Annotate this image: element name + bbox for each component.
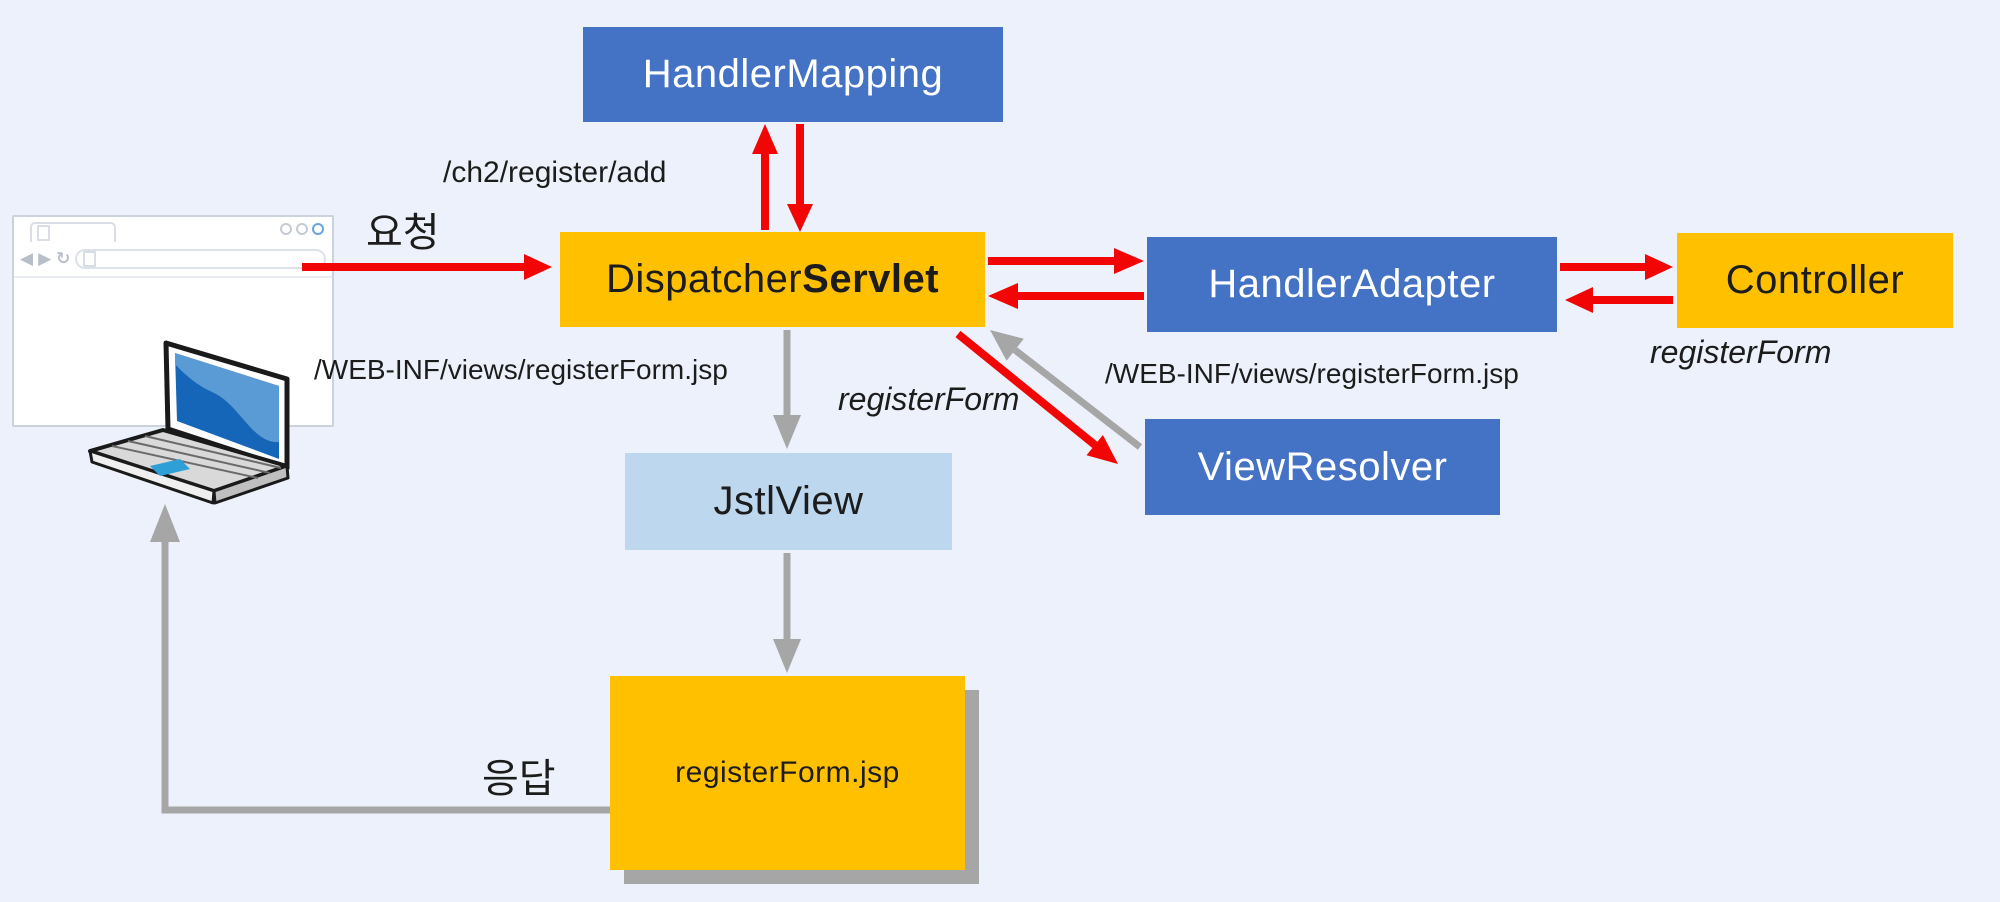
node-label: HandlerAdapter — [1208, 262, 1496, 306]
page-icon — [37, 225, 50, 241]
arrow-dispatcher-to-handleradapter — [988, 248, 1144, 274]
arrow-dispatcher-to-jstlview — [773, 330, 801, 449]
label-model-registerform-controller: registerForm — [1650, 334, 1832, 370]
node-label: Controller — [1725, 258, 1905, 302]
label-view-path-right: /WEB-INF/views/registerForm.jsp — [1105, 358, 1519, 389]
arrow-handleradapter-to-controller — [1560, 254, 1673, 280]
window-control-circle — [312, 223, 324, 235]
address-bar — [75, 249, 326, 269]
label-response: 응답 — [482, 757, 556, 801]
node-label: registerForm.jsp — [675, 756, 900, 789]
window-control-circle — [280, 223, 292, 235]
label-model-registerform: registerForm — [838, 381, 1020, 417]
node-label: ViewResolver — [1197, 444, 1448, 489]
window-control-circle — [296, 223, 308, 235]
node-label: Dispatcher — [605, 257, 803, 301]
arrow-handlermapping-to-dispatcher — [787, 124, 813, 232]
label-mapping-path: /ch2/register/add — [443, 156, 667, 189]
forward-icon: ▶ — [38, 249, 52, 268]
arrow-handleradapter-to-dispatcher — [988, 283, 1144, 309]
browser-window: ◀ ▶ ↻ — [12, 215, 334, 427]
back-icon: ◀ — [20, 249, 34, 268]
node-handler-mapping: HandlerMapping — [583, 27, 1003, 122]
arrow-controller-to-handleradapter — [1565, 287, 1673, 313]
node-view-resolver: ViewResolver — [1145, 419, 1500, 515]
refresh-icon: ↻ — [56, 249, 71, 268]
browser-toolbar: ◀ ▶ ↻ — [14, 242, 332, 278]
arrow-dispatcher-to-handlermapping — [752, 124, 778, 230]
arrow-jstlview-to-registerform — [773, 553, 801, 673]
label-view-path-left: /WEB-INF/views/registerForm.jsp — [314, 354, 728, 385]
node-controller: Controller — [1677, 233, 1953, 328]
window-controls — [280, 223, 324, 235]
label-request: 요청 — [366, 211, 440, 255]
browser-tab — [30, 222, 116, 242]
node-handler-adapter: HandlerAdapter — [1147, 237, 1557, 332]
node-label: JstlView — [713, 479, 864, 523]
node-register-form-jsp: registerForm.jsp — [610, 676, 965, 870]
page-icon — [83, 251, 97, 267]
node-label: HandlerMapping — [642, 52, 944, 96]
node-jstl-view: JstlView — [625, 453, 952, 550]
node-label-bold: Servlet — [802, 257, 940, 301]
